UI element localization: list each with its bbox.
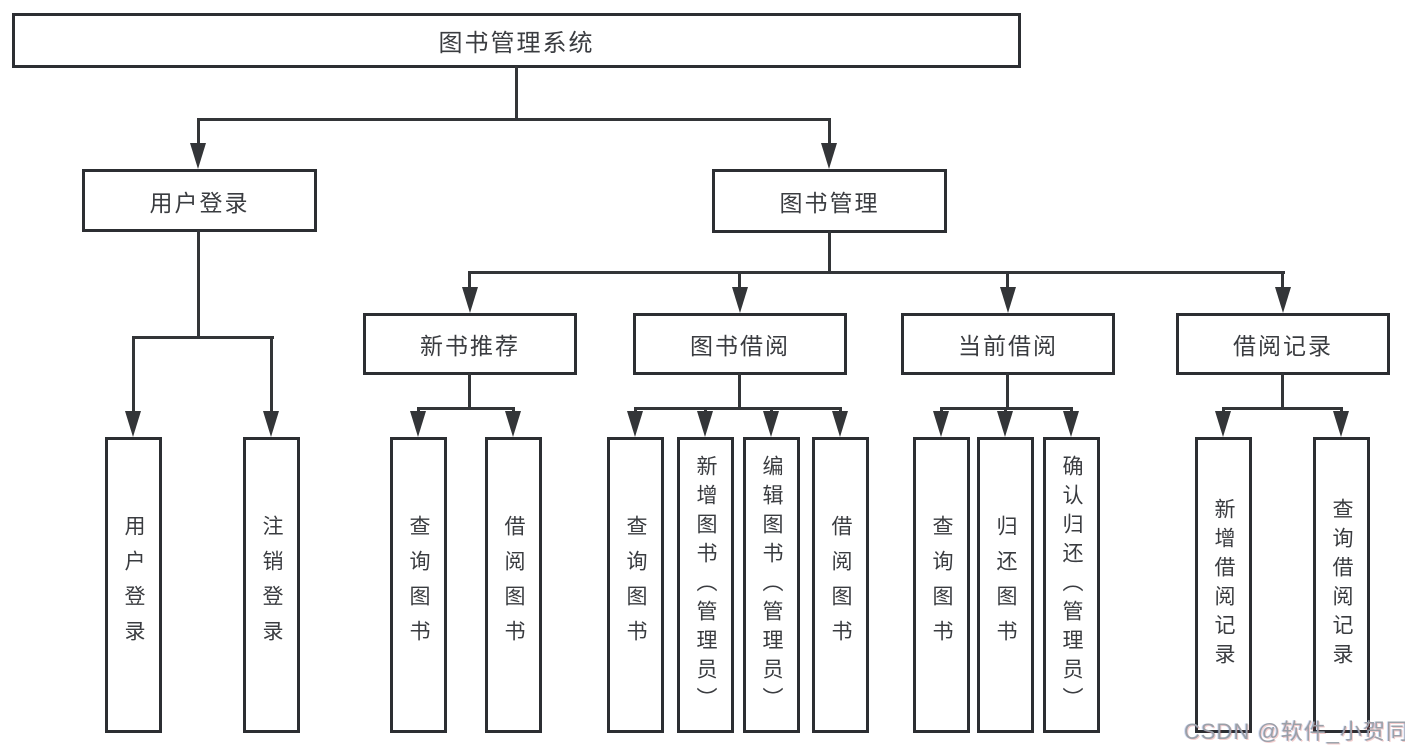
arrow-down-icon bbox=[1215, 411, 1231, 437]
node-label: 借阅图书 bbox=[829, 515, 852, 655]
connector-vline bbox=[828, 118, 831, 150]
leaf-confirm-return-admin: 确认归还（管理员） bbox=[1043, 437, 1100, 733]
connector-vline bbox=[1281, 373, 1284, 410]
leaf-query-book-2: 查询图书 bbox=[607, 437, 664, 733]
node-borrow-record: 借阅记录 bbox=[1176, 313, 1390, 375]
node-label: 借阅记录 bbox=[1233, 333, 1333, 359]
node-label: 当前借阅 bbox=[958, 333, 1058, 359]
node-user-login: 用户登录 bbox=[82, 169, 317, 232]
connector-vline bbox=[828, 231, 831, 274]
arrow-down-icon bbox=[1275, 287, 1291, 313]
node-label: 归还图书 bbox=[994, 515, 1017, 655]
connector-vline bbox=[132, 336, 135, 414]
connector-hline bbox=[417, 407, 515, 410]
arrow-down-icon bbox=[263, 411, 279, 437]
connector-vline bbox=[270, 336, 273, 414]
arrow-down-icon bbox=[697, 411, 713, 437]
arrow-down-icon bbox=[125, 411, 141, 437]
arrow-down-icon bbox=[1063, 411, 1079, 437]
connector-vline bbox=[738, 271, 741, 291]
node-book-borrow: 图书借阅 bbox=[633, 313, 847, 375]
arrow-down-icon bbox=[821, 143, 837, 169]
leaf-edit-book-admin: 编辑图书（管理员） bbox=[743, 437, 800, 733]
leaf-add-book-admin: 新增图书（管理员） bbox=[677, 437, 734, 733]
leaf-query-borrow-record: 查询借阅记录 bbox=[1313, 437, 1370, 733]
node-label: 编辑图书（管理员） bbox=[760, 454, 783, 716]
node-label: 新增图书（管理员） bbox=[694, 454, 717, 716]
leaf-user-login: 用户登录 bbox=[105, 437, 162, 733]
node-system-root: 图书管理系统 bbox=[12, 13, 1021, 68]
node-label: 查询图书 bbox=[930, 515, 953, 655]
arrow-down-icon bbox=[763, 411, 779, 437]
arrow-down-icon bbox=[1333, 411, 1349, 437]
node-label: 查询图书 bbox=[407, 515, 430, 655]
connector-vline bbox=[468, 271, 471, 291]
connector-vline bbox=[197, 230, 200, 338]
node-label: 借阅图书 bbox=[502, 515, 525, 655]
node-label: 用户登录 bbox=[122, 515, 145, 655]
connector-vline bbox=[1006, 373, 1009, 410]
connector-vline bbox=[1006, 271, 1009, 291]
node-new-book-recommend: 新书推荐 bbox=[363, 313, 577, 375]
leaf-borrow-book-2: 借阅图书 bbox=[812, 437, 869, 733]
leaf-return-book: 归还图书 bbox=[977, 437, 1034, 733]
arrow-down-icon bbox=[933, 411, 949, 437]
connector-vline bbox=[468, 373, 471, 410]
connector-hline bbox=[634, 407, 842, 410]
leaf-query-book-1: 查询图书 bbox=[390, 437, 447, 733]
connector-hline bbox=[197, 118, 831, 121]
connector-hline bbox=[132, 336, 274, 339]
arrow-down-icon bbox=[832, 411, 848, 437]
arrow-down-icon bbox=[190, 143, 206, 169]
arrow-down-icon bbox=[732, 287, 748, 313]
node-label: 查询图书 bbox=[624, 515, 647, 655]
node-current-borrow: 当前借阅 bbox=[901, 313, 1115, 375]
connector-vline bbox=[1281, 271, 1284, 291]
arrow-down-icon bbox=[997, 411, 1013, 437]
leaf-query-book-3: 查询图书 bbox=[913, 437, 970, 733]
node-label: 图书借阅 bbox=[690, 333, 790, 359]
node-label: 图书管理 bbox=[779, 190, 880, 216]
node-label: 新书推荐 bbox=[420, 333, 520, 359]
arrow-down-icon bbox=[1000, 287, 1016, 313]
connector-vline bbox=[515, 66, 518, 120]
csdn-watermark: CSDN @软件_小贺同学 bbox=[1184, 719, 1405, 744]
node-label: 注销登录 bbox=[260, 515, 283, 655]
connector-hline bbox=[1222, 407, 1343, 410]
connector-hline bbox=[468, 271, 1285, 274]
connector-vline bbox=[197, 118, 200, 150]
node-label: 新增借阅记录 bbox=[1212, 498, 1235, 672]
node-label: 确认归还（管理员） bbox=[1060, 454, 1083, 716]
node-book-management: 图书管理 bbox=[712, 169, 947, 233]
leaf-logout: 注销登录 bbox=[243, 437, 300, 733]
arrow-down-icon bbox=[627, 411, 643, 437]
arrow-down-icon bbox=[505, 411, 521, 437]
arrow-down-icon bbox=[410, 411, 426, 437]
arrow-down-icon bbox=[462, 287, 478, 313]
node-label: 查询借阅记录 bbox=[1330, 498, 1353, 672]
node-label: 图书管理系统 bbox=[438, 30, 595, 57]
connector-vline bbox=[738, 373, 741, 410]
node-label: 用户登录 bbox=[149, 189, 250, 216]
leaf-add-borrow-record: 新增借阅记录 bbox=[1195, 437, 1252, 733]
leaf-borrow-book-1: 借阅图书 bbox=[485, 437, 542, 733]
